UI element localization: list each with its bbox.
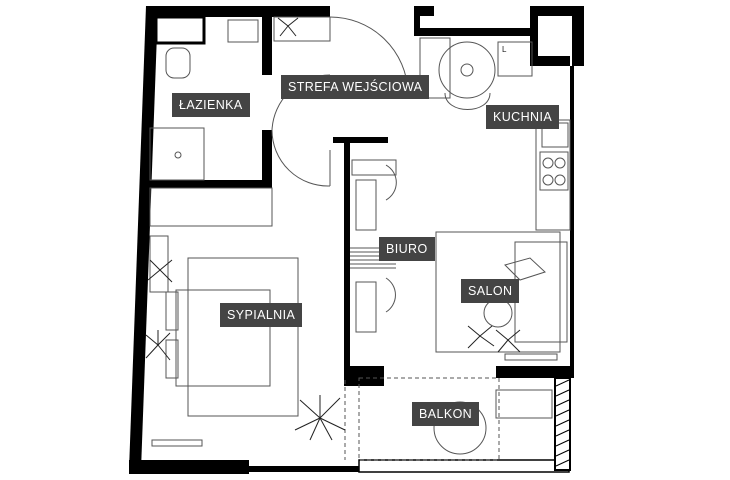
room-label-biuro: BIURO <box>379 237 435 261</box>
room-label-strefa-wejsciowa: STREFA WEJŚCIOWA <box>281 75 430 99</box>
room-label-kuchnia: KUCHNIA <box>486 105 560 129</box>
plant-icon <box>145 330 171 361</box>
plant-icon <box>147 259 173 283</box>
balcony-hatch <box>555 379 570 467</box>
room-label-balkon: BALKON <box>412 402 480 426</box>
room-label-salon: SALON <box>461 279 520 303</box>
plant-icons <box>145 17 521 441</box>
room-label-lazienka: ŁAZIENKA <box>172 93 250 117</box>
plant-icon <box>495 329 521 353</box>
plant-icon <box>277 17 299 37</box>
fixtures <box>149 16 571 461</box>
plant-icon <box>467 325 495 349</box>
fridge-mark: L <box>502 45 507 54</box>
walls <box>129 6 584 474</box>
room-label-sypialnia: SYPIALNIA <box>220 303 303 327</box>
plant-icon <box>294 395 346 441</box>
